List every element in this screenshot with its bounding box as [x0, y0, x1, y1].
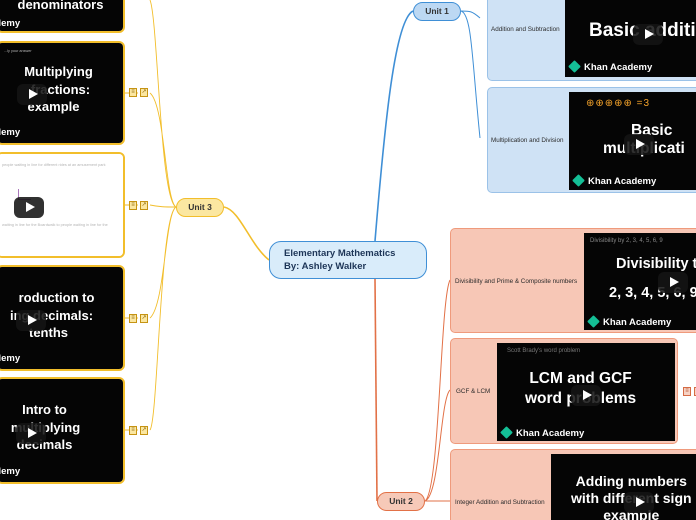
card-actions[interactable] — [129, 314, 151, 324]
video-hint: waiting in line for the Boardwalk to peo… — [2, 223, 108, 227]
topic-gcf-lcm[interactable]: GCF & LCM Scott Brady's word problem LCM… — [450, 338, 678, 444]
khan-academy-logo: Khan Academy — [500, 426, 584, 439]
khan-academy-logo: ademy — [0, 18, 21, 29]
video-doodle: ⊕⊕⊕⊕⊕ =3 — [586, 98, 651, 109]
unit3-card-intro-decimals-tenths[interactable]: roduction to ing decimals: tenths ademy — [0, 265, 125, 371]
video-adding-numbers[interactable]: Adding numbers with different sign examp… — [551, 454, 696, 520]
link-icon[interactable] — [140, 426, 148, 435]
topic-label: Addition and Subtraction — [491, 26, 560, 33]
central-title: Elementary Mathematics — [284, 248, 396, 259]
notes-icon[interactable] — [683, 387, 691, 396]
notes-icon[interactable] — [129, 88, 137, 97]
play-icon[interactable] — [633, 24, 663, 45]
topic-integer-addition[interactable]: Integer Addition and Subtraction Adding … — [450, 449, 696, 520]
play-icon[interactable] — [624, 492, 654, 513]
topic-label: Integer Addition and Subtraction — [455, 499, 545, 506]
khan-academy-logo: ademy — [0, 353, 21, 364]
video-basic-multiplication[interactable]: ⊕⊕⊕⊕⊕ =3 Basic multiplicati Khan Academy — [569, 92, 696, 190]
link-icon[interactable] — [140, 88, 148, 97]
notes-icon[interactable] — [129, 314, 137, 323]
topic-addition-subtraction[interactable]: Addition and Subtraction Basic additio K… — [487, 0, 696, 81]
play-icon[interactable] — [16, 310, 46, 331]
unit3-card-multiplying-fractions[interactable]: ...ly your answer Multiplying fractions:… — [0, 41, 125, 145]
video-lcm-gcf[interactable]: Scott Brady's word problem LCM and GCF w… — [497, 343, 675, 441]
notes-icon[interactable] — [129, 201, 137, 210]
khan-leaf-icon — [587, 315, 600, 328]
video-title: denominators — [17, 0, 104, 12]
unit-1-node[interactable]: Unit 1 — [413, 2, 461, 21]
unit3-card-denominators[interactable]: denominators ademy — [0, 0, 125, 33]
video-basic-addition[interactable]: Basic additio Khan Academy — [565, 0, 696, 77]
play-icon[interactable] — [16, 423, 46, 444]
card-actions[interactable] — [129, 201, 151, 211]
khan-leaf-icon — [568, 60, 581, 73]
play-icon[interactable] — [571, 385, 601, 406]
video-divisibility[interactable]: Divisibility by 2, 3, 4, 5, 6, 9 Divisib… — [584, 233, 696, 330]
khan-academy-logo: ademy — [0, 466, 21, 477]
video-hint: people waiting in line for different rid… — [2, 163, 106, 167]
play-icon[interactable] — [14, 197, 44, 218]
khan-academy-logo: ademy — [0, 127, 21, 138]
link-icon[interactable] — [694, 387, 696, 396]
topic-label: GCF & LCM — [456, 388, 491, 395]
video-watermark: Divisibility by 2, 3, 4, 5, 6, 9 — [590, 238, 663, 244]
topic-divisibility[interactable]: Divisibility and Prime & Composite numbe… — [450, 228, 696, 333]
topic-actions[interactable] — [683, 387, 696, 397]
khan-academy-logo: Khan Academy — [587, 315, 671, 328]
link-icon[interactable] — [140, 201, 148, 210]
unit-3-node[interactable]: Unit 3 — [176, 198, 224, 217]
central-topic[interactable]: Elementary Mathematics By: Ashley Walker — [269, 241, 427, 279]
khan-academy-logo: Khan Academy — [572, 174, 656, 187]
play-icon[interactable] — [658, 272, 688, 293]
video-hint: ...ly your answer — [4, 49, 32, 53]
unit3-card-amusement-park[interactable]: people waiting in line for different rid… — [0, 152, 125, 258]
video-watermark: Scott Brady's word problem — [507, 348, 581, 354]
khan-academy-logo: Khan Academy — [568, 60, 652, 73]
play-icon[interactable] — [17, 84, 47, 105]
topic-label: Multiplication and Division — [491, 137, 564, 144]
link-icon[interactable] — [140, 314, 148, 323]
play-icon[interactable] — [624, 134, 654, 155]
khan-leaf-icon — [500, 426, 513, 439]
khan-leaf-icon — [572, 174, 585, 187]
unit3-card-intro-multiplying-decimals[interactable]: Intro to multiplying decimals ademy — [0, 377, 125, 484]
central-author: By: Ashley Walker — [284, 261, 367, 272]
card-actions[interactable] — [129, 88, 151, 98]
topic-label: Divisibility and Prime & Composite numbe… — [455, 278, 578, 285]
card-actions[interactable] — [129, 426, 151, 436]
topic-multiplication-division[interactable]: Multiplication and Division ⊕⊕⊕⊕⊕ =3 Bas… — [487, 87, 696, 193]
unit-2-node[interactable]: Unit 2 — [377, 492, 425, 511]
notes-icon[interactable] — [129, 426, 137, 435]
